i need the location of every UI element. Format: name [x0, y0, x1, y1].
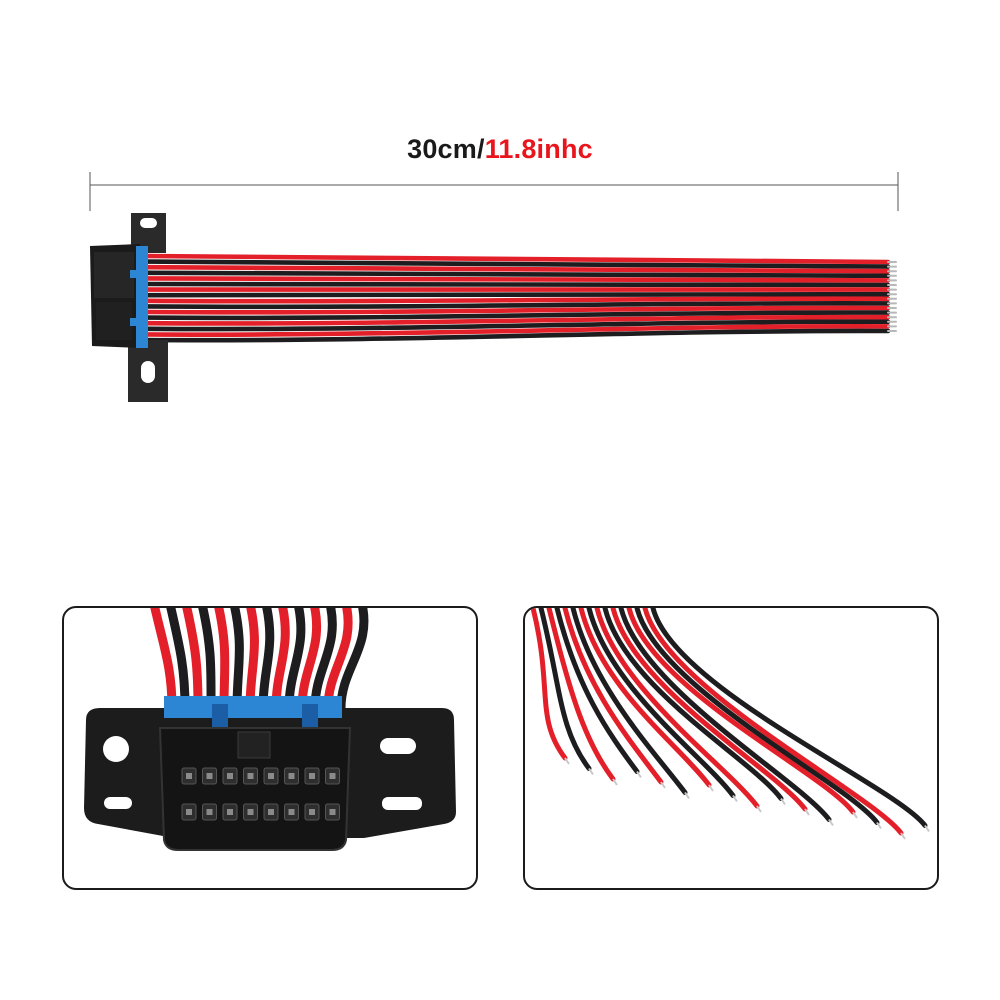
pin-contact: [329, 773, 336, 779]
stripped-wire-tip: [636, 770, 642, 779]
stripped-wire-tip: [612, 778, 618, 786]
stripped-wire-tip: [588, 767, 594, 776]
wire: [150, 608, 177, 709]
wire: [538, 608, 592, 771]
wire: [143, 328, 891, 343]
stripped-wire-tip: [852, 811, 858, 819]
pin-contact: [309, 809, 315, 815]
pin-contact: [247, 773, 254, 779]
connector-closeup-panel: [62, 606, 478, 890]
wire: [530, 608, 568, 761]
wire: [562, 608, 664, 785]
fanned-wires: [530, 608, 930, 840]
wire: [594, 608, 760, 809]
wire: [578, 608, 712, 788]
pin-contact: [247, 809, 254, 815]
wire: [166, 608, 190, 709]
wire: [618, 608, 832, 822]
wire: [143, 296, 891, 304]
wire-ends-closeup-panel: [523, 606, 939, 890]
wire: [143, 291, 891, 299]
wire: [143, 253, 891, 265]
wire: [143, 319, 891, 332]
pin-contact: [309, 773, 315, 779]
mount-hole-right-top: [380, 738, 416, 754]
wire: [143, 264, 891, 274]
wire: [143, 305, 891, 315]
wire: [143, 259, 891, 269]
wire: [214, 608, 230, 709]
stripped-wire-tip: [900, 832, 906, 840]
obd-connector-side: [90, 213, 168, 402]
wire: [143, 324, 891, 337]
wire-bundle-up: [150, 608, 369, 709]
stripped-wire-tip: [708, 784, 714, 792]
wire: [143, 300, 891, 310]
wire: [336, 608, 369, 709]
measurement-line: [89, 172, 899, 211]
wire: [258, 608, 275, 709]
wire: [230, 608, 244, 709]
wire: [310, 608, 337, 709]
pin-contact: [288, 809, 295, 815]
pin-contact: [227, 773, 233, 779]
stripped-wire-tip: [756, 805, 762, 813]
pin-contact: [268, 809, 274, 815]
wire: [650, 608, 928, 828]
wire: [323, 608, 353, 709]
wire: [546, 608, 616, 782]
wire: [143, 270, 891, 279]
wire: [198, 608, 216, 709]
mount-hole-left-bottom: [104, 797, 132, 809]
wire: [143, 310, 891, 321]
wire-ends-photo: [530, 608, 930, 840]
pin-contact: [186, 773, 192, 779]
wire: [554, 608, 640, 774]
stripped-wire-tip: [660, 781, 666, 789]
wire: [634, 608, 880, 825]
stripped-wire-tip: [684, 791, 690, 800]
wire-bundle: [143, 253, 897, 343]
pin-contact: [268, 773, 274, 779]
stripped-wire-tip: [564, 757, 570, 765]
pin-contact: [227, 809, 233, 815]
wire: [570, 608, 688, 795]
main-product-photo: [89, 172, 899, 402]
pin-contact: [288, 773, 295, 779]
mount-hole-left-top: [103, 736, 129, 762]
dimension-label: 30cm/11.8inhc: [0, 134, 1000, 165]
pin-contact: [206, 773, 213, 779]
wire: [602, 608, 784, 801]
wire: [143, 287, 891, 293]
dimension-imperial: 11.8inhc: [484, 134, 593, 164]
dimension-metric: 30cm/: [407, 134, 485, 164]
mount-hole-right-bottom: [382, 797, 422, 810]
blue-lock-clip: [164, 696, 342, 718]
wire: [182, 608, 203, 709]
wire: [143, 314, 891, 326]
wire: [271, 608, 290, 709]
wire: [610, 608, 808, 812]
pin-contact: [186, 809, 192, 815]
wire: [642, 608, 904, 836]
pin-contact: [329, 809, 336, 815]
pin-grid: [181, 767, 340, 821]
stripped-wire-tip: [876, 821, 882, 830]
stripped-wire-tip: [804, 808, 810, 816]
wire: [245, 608, 259, 709]
wire: [143, 281, 891, 288]
pin-contact: [206, 809, 213, 815]
stripped-wire-tip: [924, 824, 930, 833]
wire: [143, 276, 891, 283]
wire: [586, 608, 736, 798]
wire: [284, 608, 306, 709]
stripped-wire-tip: [780, 797, 786, 806]
stripped-wire-tip: [732, 794, 738, 803]
wire: [626, 608, 856, 815]
wire: [297, 608, 322, 709]
stripped-wire-tip: [828, 818, 834, 827]
connector-face-photo: [84, 608, 456, 851]
